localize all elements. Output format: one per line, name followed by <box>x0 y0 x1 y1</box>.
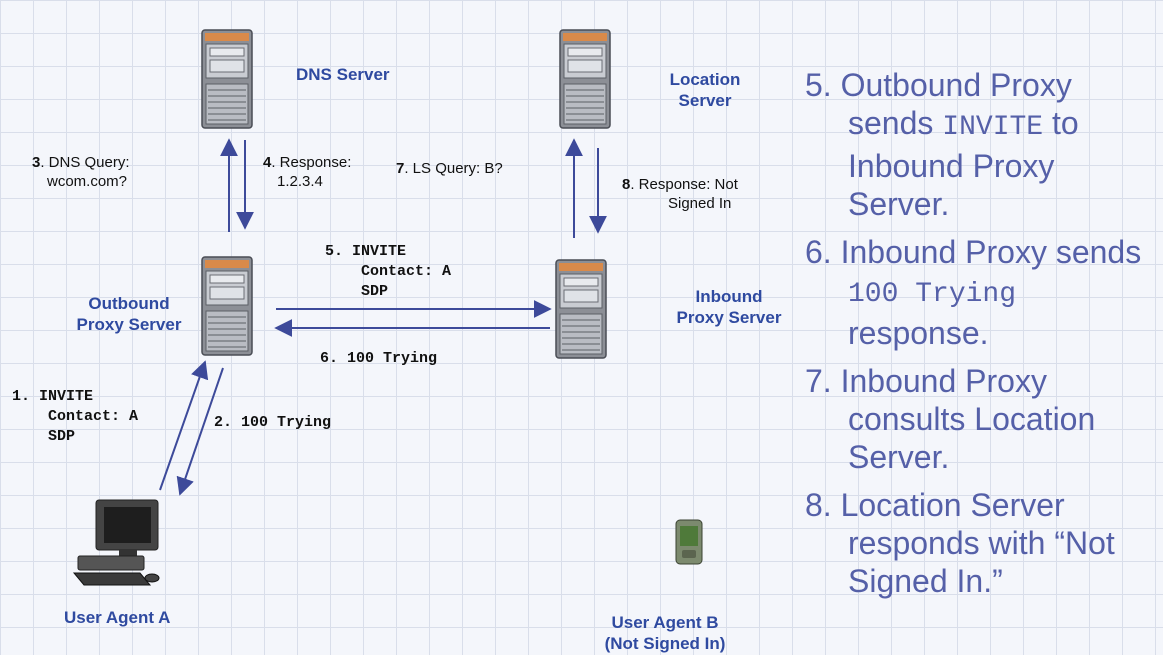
message-5-line2: Contact: A <box>361 263 452 280</box>
location-server-label-line1: Location <box>669 70 741 89</box>
message-3-text: . DNS Query: <box>40 154 130 171</box>
ua-trying-arrow <box>176 367 224 496</box>
message-7-label: 7. LS Query: B? <box>396 159 503 178</box>
message-1-number: 1. <box>12 388 31 405</box>
inbound-proxy-label-line2: Proxy Server <box>676 308 782 327</box>
message-5-line3: SDP <box>361 283 389 300</box>
message-4-text: . Response: <box>271 154 352 171</box>
message-3-line2: wcom.com? <box>47 173 128 190</box>
computer-icon <box>72 499 160 586</box>
step-6-text-a: 6. Inbound Proxy sends <box>805 234 1142 270</box>
user-agent-b-label: User Agent B (Not Signed In) <box>590 612 740 654</box>
pda-icon <box>675 519 703 565</box>
user-agent-b-label-line1: User Agent B <box>611 613 719 632</box>
outbound-proxy-label-line1: Outbound <box>88 294 170 313</box>
message-2-label: 2. 100 Trying <box>214 414 332 431</box>
step-6-code: 100 Trying <box>848 279 1017 310</box>
user-agent-a-label: User Agent A <box>64 608 171 627</box>
message-8-label: 8. Response: Not Signed In <box>622 175 738 213</box>
dns-server-label: DNS Server <box>296 65 390 84</box>
message-1-line3: SDP <box>48 428 76 445</box>
step-5-text-b: to Inbound Proxy Server. <box>848 105 1079 222</box>
message-6-label: 6. 100 Trying <box>320 350 438 367</box>
ua-invite-arrow <box>159 360 209 491</box>
inbound-proxy-label-line1: Inbound <box>695 287 763 306</box>
step-5-text-a: 5. Outbound Proxy sends <box>805 67 1072 141</box>
outbound-proxy-server-icon <box>201 256 253 356</box>
outbound-proxy-label: Outbound Proxy Server <box>64 293 194 335</box>
message-3-label: 3. DNS Query: wcom.com? <box>32 153 130 191</box>
message-4-number: 4 <box>263 154 272 171</box>
step-6-text-b: response. <box>848 315 989 351</box>
message-4-label: 4. Response: 1.2.3.4 <box>263 153 351 191</box>
message-4-line2: 1.2.3.4 <box>277 173 323 190</box>
outbound-proxy-label-line2: Proxy Server <box>76 315 182 334</box>
message-5-number: 5. <box>325 243 344 260</box>
step-5: 5. Outbound Proxy sends INVITE to Inboun… <box>805 66 1160 223</box>
message-5-label: 5. INVITE Contact: A SDP <box>325 242 451 302</box>
message-8-number: 8 <box>622 176 631 193</box>
message-3-number: 3 <box>32 154 41 171</box>
inbound-proxy-server-icon <box>555 259 607 359</box>
message-8-line2: Signed In <box>668 195 732 212</box>
message-1-line2: Contact: A <box>48 408 139 425</box>
message-1-label: 1. INVITE Contact: A SDP <box>12 387 138 447</box>
user-agent-b-label-line2: (Not Signed In) <box>604 634 726 653</box>
step-5-code: INVITE <box>942 112 1044 143</box>
step-8: 8. Location Server responds with “Not Si… <box>805 487 1115 599</box>
message-5-line1: INVITE <box>352 243 407 260</box>
step-6: 6. Inbound Proxy sends 100 Trying respon… <box>805 233 1160 352</box>
message-7-text: . LS Query: B? <box>404 160 503 177</box>
message-7-number: 7 <box>396 160 405 177</box>
location-server-icon <box>559 29 611 129</box>
message-1-line1: INVITE <box>39 388 94 405</box>
location-server-label-line2: Server <box>678 91 732 110</box>
inbound-proxy-label: Inbound Proxy Server <box>664 286 794 328</box>
step-7: 7. Inbound Proxy consults Location Serve… <box>805 363 1096 475</box>
dns-server-icon <box>201 29 253 129</box>
location-server-label: Location Server <box>660 69 750 111</box>
message-8-text: . Response: Not <box>630 176 738 193</box>
steps-list: 5. Outbound Proxy sends INVITE to Inboun… <box>805 66 1160 610</box>
